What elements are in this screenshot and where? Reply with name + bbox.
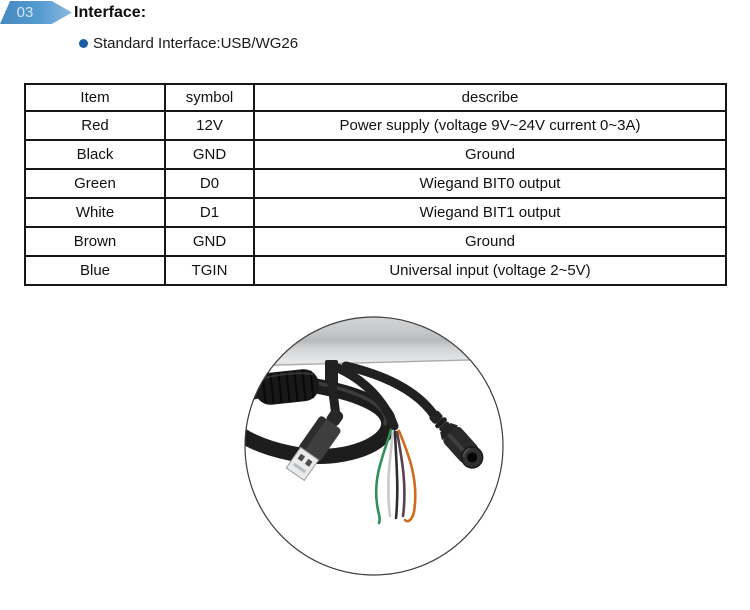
cell-symbol: GND (164, 226, 255, 257)
column-header-item: Item (24, 83, 166, 112)
usb-cable (325, 361, 341, 421)
table-row-green: Green D0 Wiegand BIT0 output (24, 168, 727, 199)
section-number-badge: 03 (0, 1, 72, 24)
cell-symbol: D1 (164, 197, 255, 228)
table-row-red: Red 12V Power supply (voltage 9V~24V cur… (24, 110, 727, 141)
bullet-icon (79, 39, 88, 48)
device-panel (245, 317, 503, 367)
column-header-symbol: symbol (164, 83, 255, 112)
wire-black (393, 430, 399, 520)
cell-describe: Ground (253, 226, 727, 257)
cell-item: Red (24, 110, 166, 141)
column-header-describe: describe (253, 83, 727, 112)
cell-describe: Wiegand BIT1 output (253, 197, 727, 228)
cell-symbol: D0 (164, 168, 255, 199)
cell-item: Brown (24, 226, 166, 257)
table-row-blue: Blue TGIN Universal input (voltage 2~5V) (24, 255, 727, 286)
cell-item: White (24, 197, 166, 228)
wire-orange (397, 429, 417, 523)
cable-photo-svg (244, 316, 504, 576)
cell-describe: Universal input (voltage 2~5V) (253, 255, 727, 286)
dc-cable (341, 361, 439, 420)
table-header-row: Item symbol describe (24, 83, 727, 112)
cell-describe: Wiegand BIT0 output (253, 168, 727, 199)
cell-symbol: TGIN (164, 255, 255, 286)
cell-symbol: GND (164, 139, 255, 170)
wire-breakout-cable (333, 363, 399, 431)
wire-green (374, 428, 393, 525)
section-title: Interface: (74, 4, 147, 21)
bare-wires (374, 428, 417, 525)
bullet-list-item: Standard Interface:USB/WG26 (79, 35, 298, 52)
usb-a-connector (285, 409, 344, 482)
cell-describe: Power supply (voltage 9V~24V current 0~3… (253, 110, 727, 141)
cell-symbol: 12V (164, 110, 255, 141)
cell-item: Black (24, 139, 166, 170)
table-row-brown: Brown GND Ground (24, 226, 727, 257)
bullet-text: Standard Interface:USB/WG26 (93, 35, 299, 52)
dc-barrel-jack (429, 410, 484, 469)
wire-white (387, 429, 395, 518)
product-cable-photo (242, 314, 506, 578)
table-row-white: White D1 Wiegand BIT1 output (24, 197, 727, 228)
section-number: 03 (16, 4, 34, 21)
photo-circle-border (244, 316, 504, 576)
cell-item: Blue (24, 255, 166, 286)
cell-describe: Ground (253, 139, 727, 170)
cell-item: Green (24, 168, 166, 199)
wire-brown (395, 430, 406, 518)
interface-table: Item symbol describe Red 12V Power suppl… (24, 83, 727, 286)
table-row-black: Black GND Ground (24, 139, 727, 170)
